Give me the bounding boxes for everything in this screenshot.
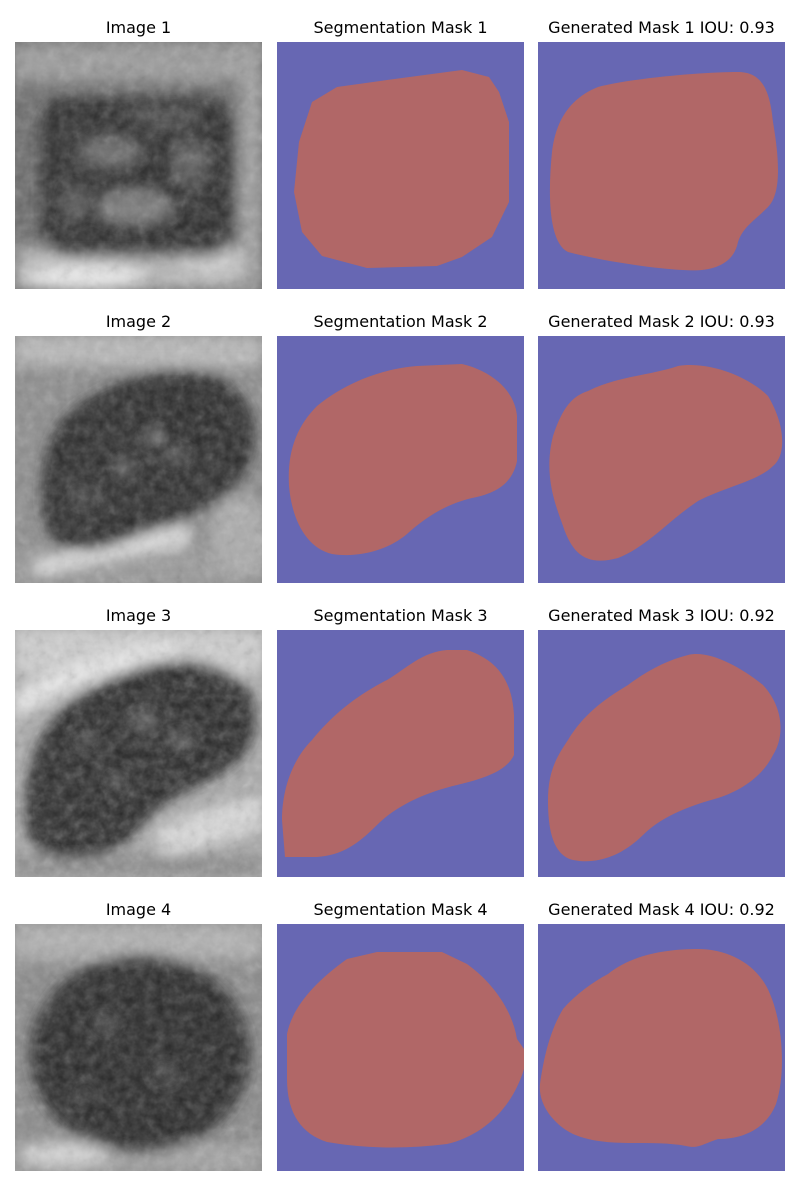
generated-mask-title: Generated Mask 4 IOU: 0.92 <box>548 900 775 919</box>
image-title: Image 1 <box>105 18 172 37</box>
image-title: Image 3 <box>105 606 172 625</box>
ultrasound-image-2 <box>15 336 262 583</box>
ultrasound-image-4 <box>15 924 262 1171</box>
ultrasound-image-3 <box>15 630 262 877</box>
generated-mask-1 <box>538 42 785 289</box>
segmentation-mask-title: Segmentation Mask 3 <box>313 606 488 625</box>
generated-mask-2 <box>538 336 785 583</box>
segmentation-mask-3 <box>277 630 524 877</box>
ultrasound-image-1 <box>15 42 262 289</box>
segmentation-mask <box>277 630 524 877</box>
generated-mask-3 <box>538 630 785 877</box>
segmentation-mask-title: Segmentation Mask 2 <box>313 312 488 331</box>
generated-mask-title: Generated Mask 1 IOU: 0.93 <box>548 18 775 37</box>
segmentation-mask-title: Segmentation Mask 4 <box>313 900 488 919</box>
segmentation-mask <box>277 924 524 1171</box>
image-title: Image 4 <box>105 900 172 919</box>
segmentation-mask <box>277 42 524 289</box>
segmentation-mask-title: Segmentation Mask 1 <box>313 18 488 37</box>
generated-mask <box>538 924 785 1171</box>
ultrasound-image <box>15 630 262 877</box>
generated-mask <box>538 336 785 583</box>
ultrasound-image <box>15 924 262 1171</box>
image-title: Image 2 <box>105 312 172 331</box>
ultrasound-image <box>15 42 262 289</box>
ultrasound-image <box>15 336 262 583</box>
segmentation-mask <box>277 336 524 583</box>
segmentation-mask-4 <box>277 924 524 1171</box>
segmentation-mask-1 <box>277 42 524 289</box>
generated-mask <box>538 42 785 289</box>
segmentation-mask-2 <box>277 336 524 583</box>
generated-mask-title: Generated Mask 3 IOU: 0.92 <box>548 606 775 625</box>
generated-mask-title: Generated Mask 2 IOU: 0.93 <box>548 312 775 331</box>
generated-mask <box>538 630 785 877</box>
generated-mask-4 <box>538 924 785 1171</box>
